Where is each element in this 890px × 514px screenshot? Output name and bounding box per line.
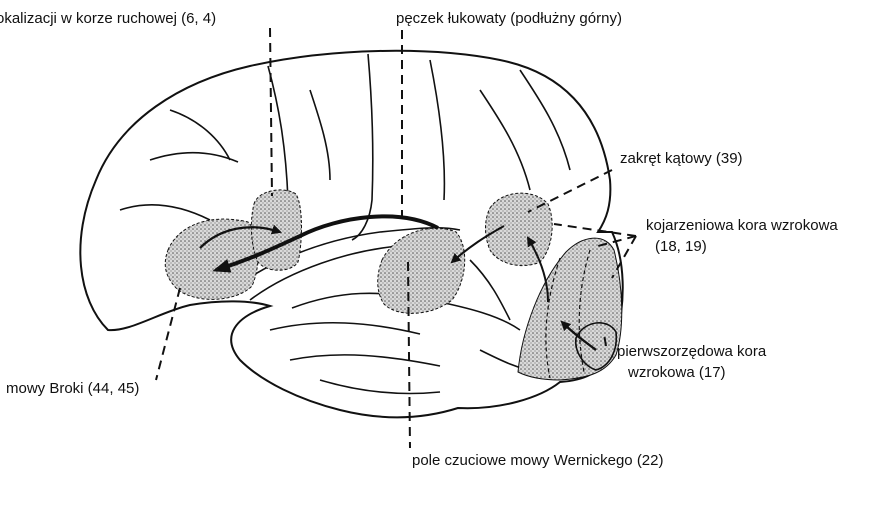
label-broca-area: mowy Broki (44, 45) [6,380,140,397]
brocas-area-region [164,218,259,300]
label-angular-gyrus: zakręt kątowy (39) [620,150,743,167]
pathway-arrows [199,214,597,351]
label-primary-visual-line1: pierwszorzędowa kora [617,343,767,360]
wernicke-area-region [377,227,466,314]
visual-cortex-region [517,237,623,381]
label-visual-association-line2: (18, 19) [655,238,707,255]
leader-lines [155,27,637,449]
label-visual-association-line1: kojarzeniowa kora wzrokowa [646,217,838,234]
label-wernicke-area: pole czuciowe mowy Wernickego (22) [412,452,664,469]
label-primary-visual-line2: wzrokowa (17) [628,364,726,381]
label-arcuate-fasciculus: pęczek łukowaty (podłużny górny) [396,10,622,27]
label-motor-cortex: okalizacji w korze ruchowej (6, 4) [0,10,217,27]
brain-folds [119,53,571,395]
